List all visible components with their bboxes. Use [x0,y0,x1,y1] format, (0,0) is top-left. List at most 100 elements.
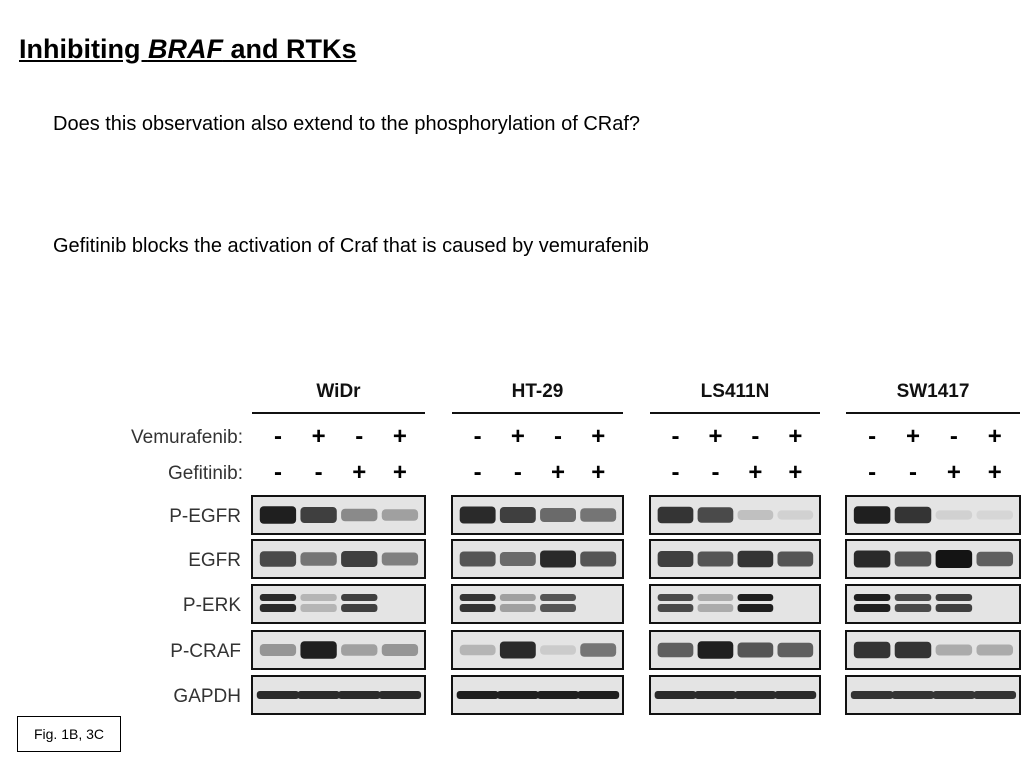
band [499,507,536,523]
band [737,594,774,601]
band [657,604,694,612]
band [341,508,378,522]
band [894,594,932,601]
band [935,510,973,520]
band [894,551,932,567]
band [697,604,734,612]
band [657,642,694,658]
band [777,551,814,567]
band [777,642,814,658]
band [381,644,419,656]
band [259,604,297,612]
treatment-sign: - [514,459,522,486]
band [259,551,297,567]
band [737,510,774,520]
band [456,691,499,699]
band [774,691,817,699]
treatment-sign: + [788,423,802,450]
band [935,594,973,601]
band [381,552,419,566]
treatment-sign: - [315,459,323,486]
title-italic-gene: BRAF [147,34,223,64]
treatment-sign: + [591,423,605,450]
statement-text: Gefitinib blocks the activation of Craf … [53,235,649,257]
cell-line-label: SW1417 [897,381,970,402]
band [694,691,737,699]
protein-label: GAPDH [173,686,241,707]
treatment-sign: - [751,423,759,450]
band [496,691,539,699]
band [341,644,378,656]
band [737,604,774,612]
band [499,552,536,566]
treatment-label: Vemurafenib: [131,427,243,448]
band [300,594,337,601]
treatment-sign: + [708,423,722,450]
treatment-sign: + [788,459,802,486]
band [777,510,814,520]
protein-label: EGFR [188,550,241,571]
band [459,604,496,612]
band [580,551,617,567]
band [657,506,694,524]
band [300,604,337,612]
band [459,594,496,601]
protein-label: P-EGFR [169,506,241,527]
band [499,604,536,612]
treatment-sign: + [988,423,1002,450]
treatment-sign: + [748,459,762,486]
band [853,506,891,524]
band [654,691,697,699]
treatment-sign: - [950,423,958,450]
slide-title: Inhibiting BRAF and RTKs [19,34,356,65]
band [540,508,576,522]
band [540,645,576,655]
cell-line-label: WiDr [316,381,361,402]
cell-line-label: LS411N [701,381,770,402]
treatment-sign: - [672,459,680,486]
band [737,550,774,568]
treatment-sign: - [554,423,562,450]
title-text-2: and RTKs [222,34,357,64]
cell-line-label: HT-29 [512,381,564,402]
band [853,594,891,601]
band [976,510,1014,520]
treatment-sign: - [474,423,482,450]
band [381,509,419,521]
band [459,551,496,567]
band [577,691,620,699]
protein-label: P-CRAF [170,641,241,662]
band [891,691,935,699]
band [973,691,1017,699]
treatment-sign: + [511,423,525,450]
band [697,507,734,523]
band [853,641,891,659]
band [580,643,617,657]
band [297,691,340,699]
band [853,604,891,612]
band [657,551,694,567]
band [894,604,932,612]
band [459,506,496,524]
band [697,594,734,601]
band [697,551,734,567]
band [259,506,297,524]
figure-caption: Fig. 1B, 3C [17,716,121,752]
band [697,641,734,659]
band [341,604,378,612]
band [300,507,337,523]
band [737,642,774,658]
band [459,644,496,656]
treatment-sign: - [474,459,482,486]
treatment-sign: - [672,423,680,450]
question-text: Does this observation also extend to the… [53,113,641,135]
band [850,691,894,699]
band [935,644,973,656]
treatment-sign: - [868,423,876,450]
band [259,644,297,656]
band [256,691,300,699]
band [341,551,378,567]
band [300,552,337,566]
treatment-sign: + [352,459,366,486]
